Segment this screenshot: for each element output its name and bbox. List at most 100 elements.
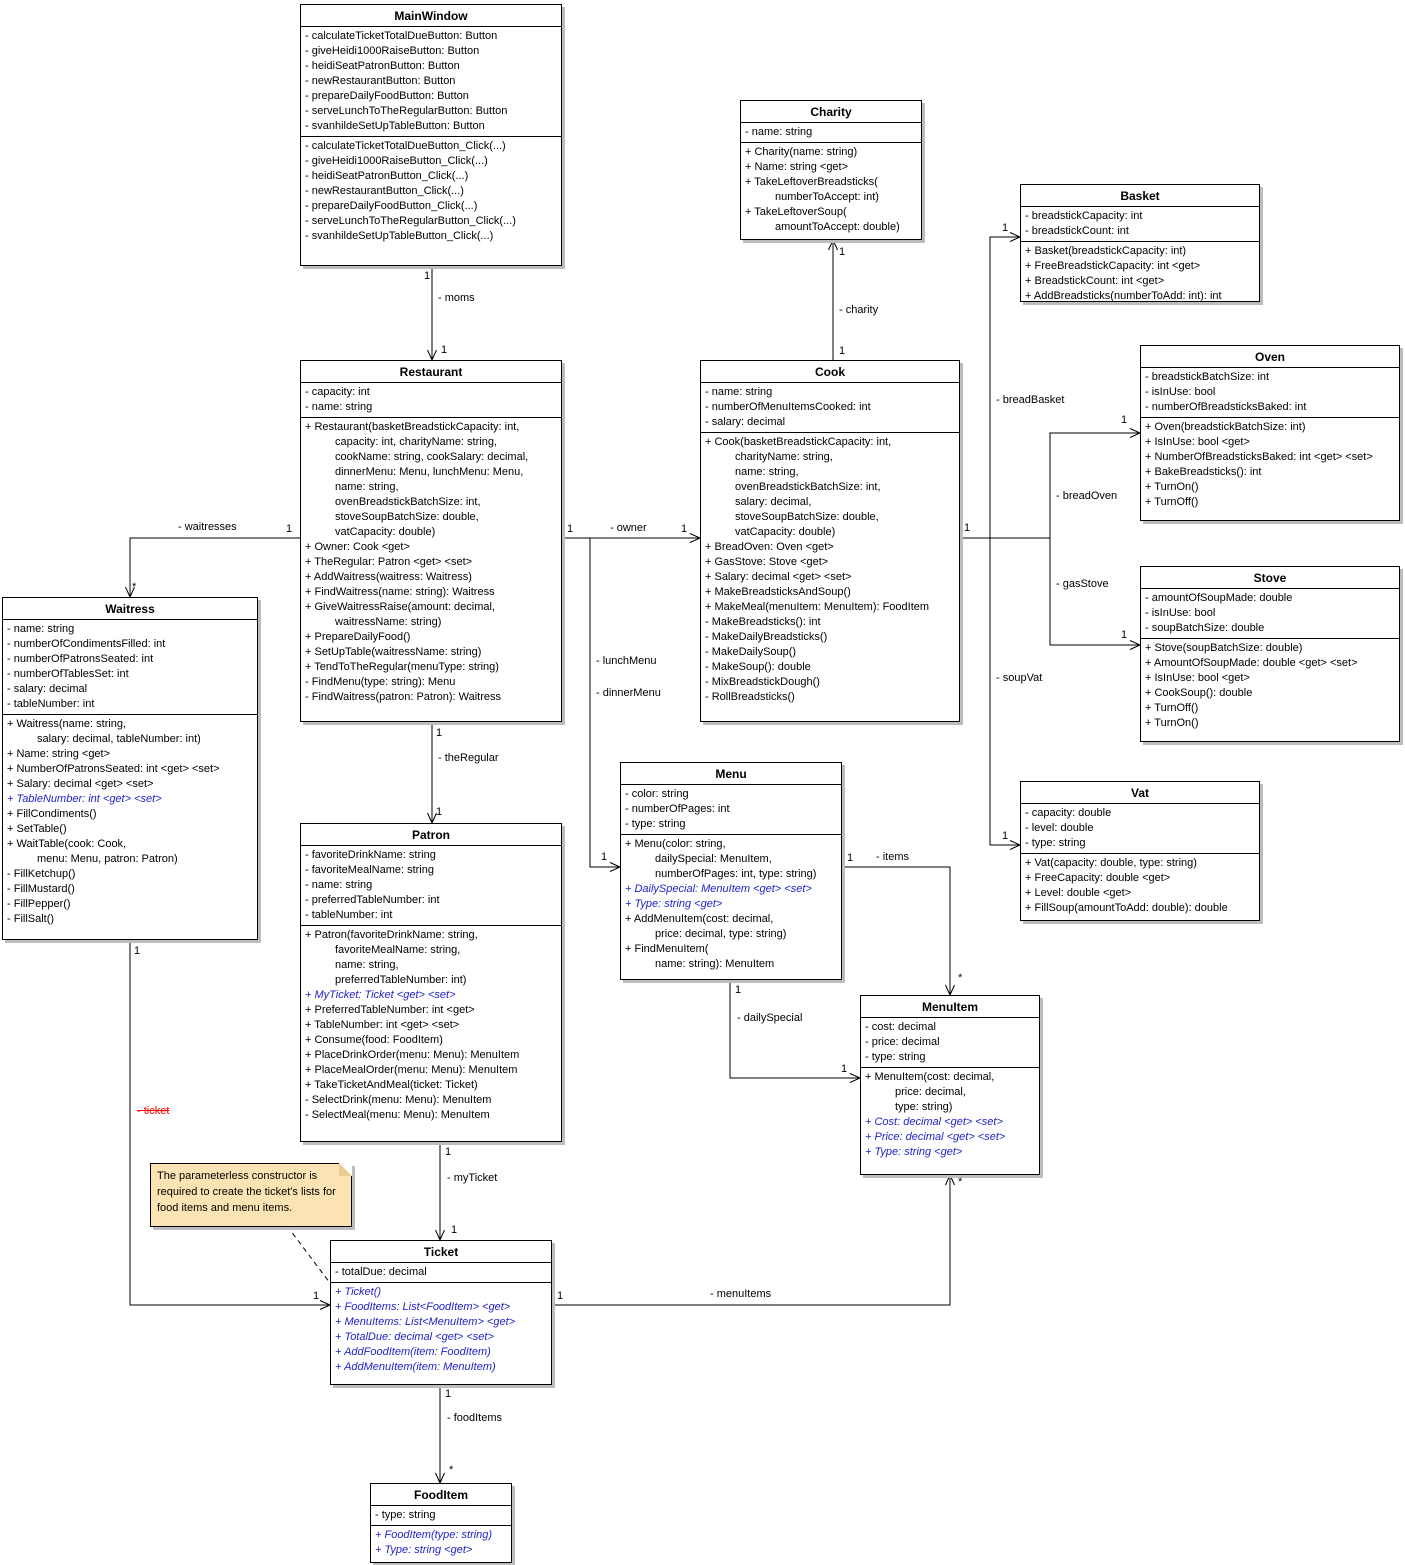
class-member: - name: string (305, 401, 373, 413)
class-member: - prepareDailyFoodButton_Click(...) (305, 200, 478, 212)
class-member: + Owner: Cook <get> (305, 541, 410, 553)
class-methods-section: + Ticket()+ FoodItems: List<FoodItem> <g… (331, 1283, 551, 1377)
class-methods-section: + Stove(soupBatchSize: double)+ AmountOf… (1141, 639, 1399, 733)
edge-menu-items[interactable] (552, 1173, 955, 1306)
class-member: - MakeDailyBreadsticks() (705, 631, 828, 643)
class-member: - capacity: int (305, 386, 370, 398)
class-member: + Oven(breadstickBatchSize: int) (1145, 421, 1306, 433)
edge-items[interactable] (842, 866, 955, 997)
class-member: name: string): MenuItem (655, 958, 775, 970)
class-methods-section: + Patron(favoriteDrinkName: string,favor… (301, 926, 561, 1125)
class-title: MenuItem (861, 996, 1039, 1018)
class-member: - numberOfPatronsSeated: int (7, 653, 154, 665)
class-Waitress[interactable]: Waitress- name: string- numberOfCondimen… (2, 597, 258, 940)
class-member: - capacity: double (1025, 807, 1112, 819)
edge-waitresses[interactable] (125, 537, 301, 599)
edge-note-link[interactable] (286, 1225, 331, 1284)
class-Patron[interactable]: Patron- favoriteDrinkName: string- favor… (300, 823, 562, 1142)
class-member: + TurnOff() (1145, 496, 1199, 508)
class-Menu[interactable]: Menu- color: string- numberOfPages: int-… (620, 762, 842, 980)
class-member: - breadstickCapacity: int (1025, 210, 1143, 222)
class-member: + DailySpecial: MenuItem <get> <set> (625, 883, 812, 895)
class-title: FoodItem (371, 1484, 511, 1506)
class-member: + Name: string <get> (745, 161, 849, 173)
edge-gas-stove[interactable] (960, 537, 1142, 650)
arrowhead-icon (945, 1173, 955, 1186)
multiplicity-label: 1 (445, 1146, 452, 1158)
class-member: - MixBreadstickDough() (705, 676, 820, 688)
role-label: - theRegular (438, 752, 499, 764)
class-member: price: decimal, type: string) (655, 928, 787, 940)
class-member: - numberOfTablesSet: int (7, 668, 129, 680)
multiplicity-label: 1 (839, 246, 846, 258)
class-MenuItem[interactable]: MenuItem- cost: decimal- price: decimal-… (860, 995, 1040, 1175)
class-methods-section: + Restaurant(basketBreadstickCapacity: i… (301, 418, 561, 707)
class-Ticket[interactable]: Ticket- totalDue: decimal+ Ticket()+ Foo… (330, 1240, 552, 1385)
class-member: - serveLunchToTheRegularButton_Click(...… (305, 215, 516, 227)
class-member: + MenuItems: List<MenuItem> <get> (335, 1316, 516, 1328)
class-FoodItem[interactable]: FoodItem - type: string + FoodItem(type: s… (370, 1483, 512, 1563)
class-member: - numberOfCondimentsFilled: int (7, 638, 166, 650)
class-member: + PreferredTableNumber: int <get> (305, 1004, 475, 1016)
class-attributes-section: - name: string (741, 123, 921, 143)
role-label: - moms (438, 292, 475, 304)
class-member: + FoodItem(type: string) (375, 1529, 493, 1541)
class-member: + Type: string <get> (625, 898, 723, 910)
class-member: - calculateTicketTotalDueButton_Click(..… (305, 140, 506, 152)
class-Basket[interactable]: Basket- breadstickCapacity: int- breadst… (1020, 184, 1260, 302)
class-member: - breadstickCount: int (1025, 225, 1129, 237)
edge-food-items[interactable] (435, 1385, 445, 1485)
edge-soup-vat[interactable] (960, 537, 1022, 850)
class-member: + Type: string <get> (865, 1146, 963, 1158)
class-methods-section: + Vat(capacity: double, type: string)+ F… (1021, 854, 1259, 918)
class-member: - serveLunchToTheRegularButton: Button (305, 105, 508, 117)
edge-bread-oven[interactable] (960, 428, 1142, 539)
class-member: + AddFoodItem(item: FoodItem) (335, 1346, 491, 1358)
class-Restaurant[interactable]: Restaurant- capacity: int- name: string+… (300, 360, 562, 722)
multiplicity-label: 1 (735, 984, 742, 996)
class-member: + TurnOff() (1145, 702, 1199, 714)
class-member: + AddMenuItem(cost: decimal, (625, 913, 774, 925)
multiplicity-label: * (958, 1176, 963, 1188)
class-methods-section: + MenuItem(cost: decimal,price: decimal,… (861, 1068, 1039, 1162)
class-title: Cook (701, 361, 959, 383)
class-Stove[interactable]: Stove- amountOfSoupMade: double- isInUse… (1140, 566, 1400, 742)
class-Vat[interactable]: Vat- capacity: double- level: double- ty… (1020, 781, 1260, 921)
multiplicity-label: * (958, 972, 963, 984)
class-member: + Restaurant(basketBreadstickCapacity: i… (305, 421, 520, 433)
class-member: + NumberOfPatronsSeated: int <get> <set> (7, 763, 220, 775)
class-methods-section: + Waitress(name: string,salary: decimal,… (3, 715, 257, 929)
class-member: + AmountOfSoupMade: double <get> <set> (1145, 657, 1358, 669)
multiplicity-label: 1 (841, 1063, 848, 1075)
edge-bread-basket[interactable] (960, 232, 1022, 539)
comment-note[interactable]: The parameterless constructor is require… (150, 1163, 352, 1227)
role-label: - menuItems (710, 1288, 772, 1300)
class-Oven[interactable]: Oven- breadstickBatchSize: int- isInUse:… (1140, 345, 1400, 521)
edge-lunch-dinner-menu[interactable] (589, 538, 622, 872)
class-member: + MakeBreadsticksAndSoup() (705, 586, 851, 598)
class-Cook[interactable]: Cook- name: string- numberOfMenuItemsCoo… (700, 360, 960, 722)
class-member: + Type: string <get> (375, 1544, 473, 1556)
class-member: vatCapacity: double) (335, 526, 436, 538)
class-member: - type: string (375, 1509, 436, 1521)
class-attributes-section: - amountOfSoupMade: double- isInUse: boo… (1141, 589, 1399, 639)
role-label: - gasStove (1056, 578, 1109, 590)
class-member: - isInUse: bool (1145, 607, 1216, 619)
role-label: - foodItems (447, 1412, 503, 1424)
class-member: - favoriteMealName: string (305, 864, 434, 876)
class-MainWindow[interactable]: MainWindow- calculateTicketTotalDueButto… (300, 4, 562, 266)
class-member: - FillKetchup() (7, 868, 76, 880)
class-member: numberToAccept: int) (775, 191, 879, 203)
class-Charity[interactable]: Charity- name: string+ Charity(name: str… (740, 100, 922, 240)
class-member: - FillSalt() (7, 913, 55, 925)
class-member: + BreadstickCount: int <get> (1025, 275, 1165, 287)
multiplicity-label: 1 (445, 1388, 452, 1400)
edge-charity[interactable] (828, 238, 838, 360)
class-member: + FoodItems: List<FoodItem> <get> (335, 1301, 511, 1313)
class-member: - color: string (625, 788, 689, 800)
class-member: + GasStove: Stove <get> (705, 556, 829, 568)
class-member: - MakeBreadsticks(): int (705, 616, 821, 628)
class-member: - name: string (745, 126, 813, 138)
edge-my-ticket[interactable] (435, 1142, 445, 1242)
class-attributes-section: - name: string- numberOfCondimentsFilled… (3, 620, 257, 715)
